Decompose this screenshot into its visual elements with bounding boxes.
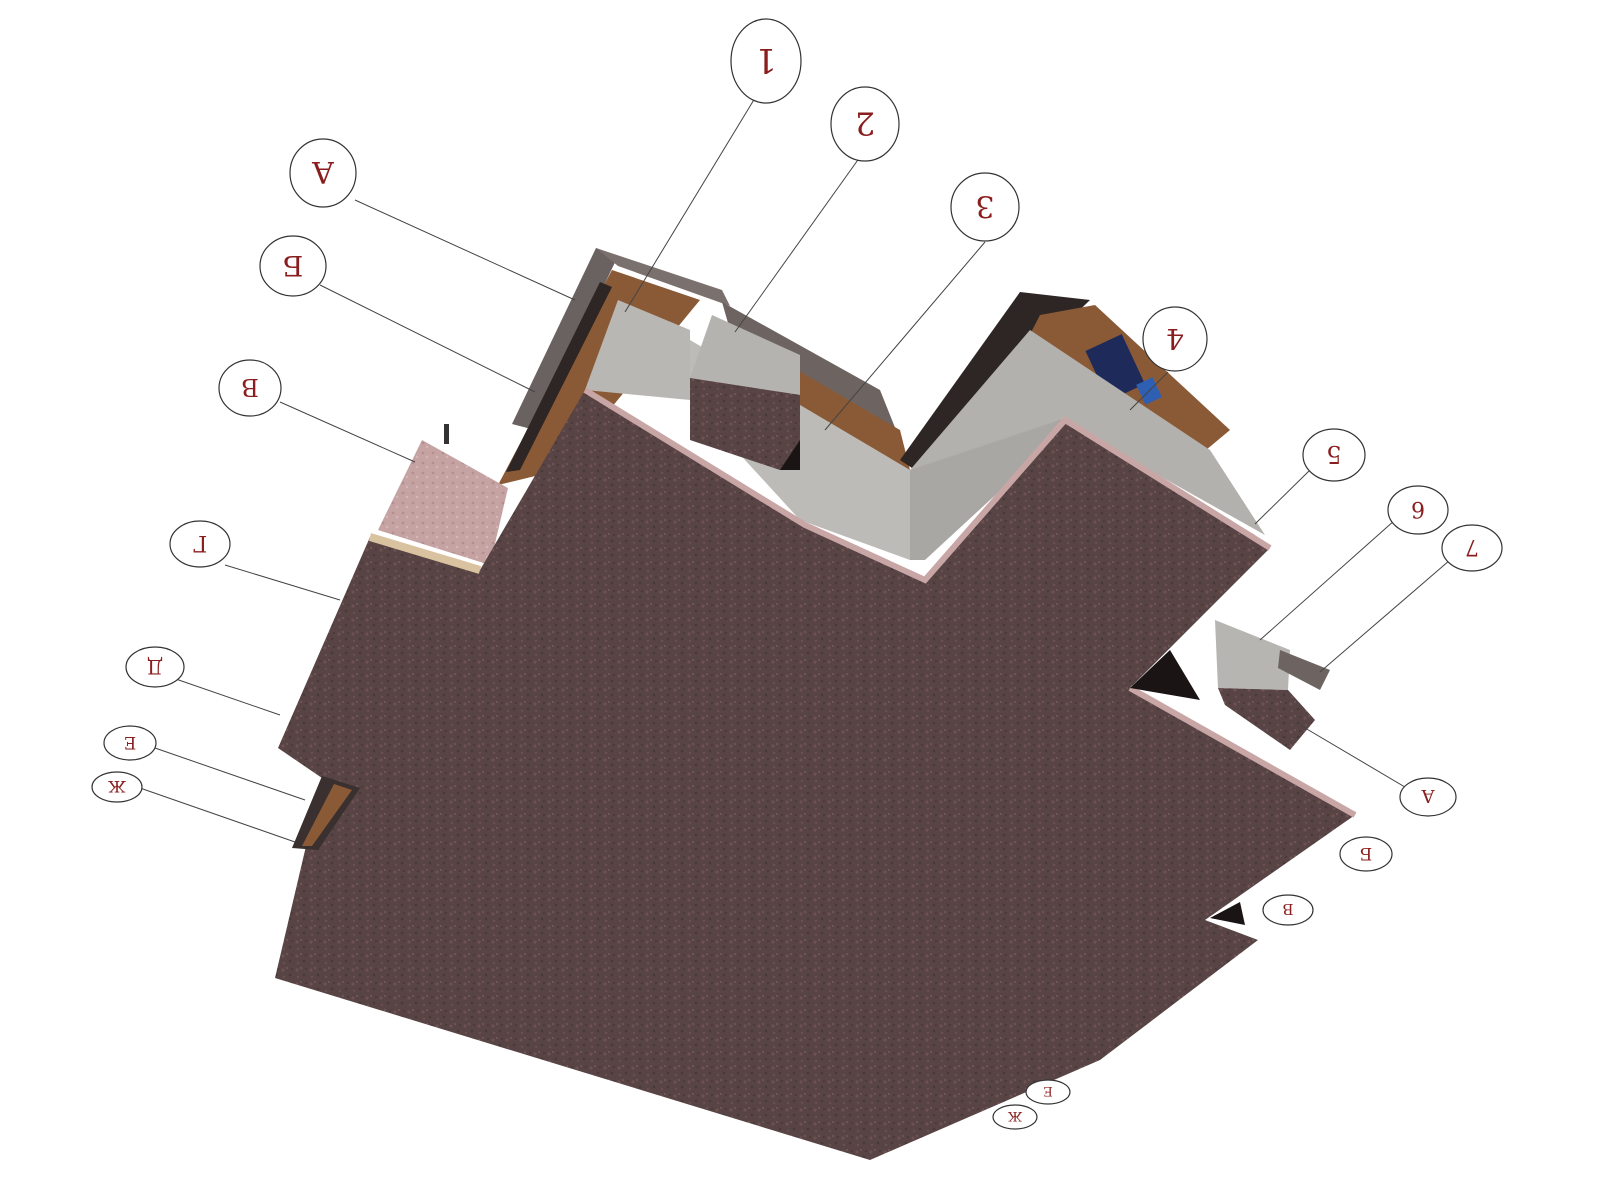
svg-text:Ж: Ж xyxy=(108,777,126,796)
right-small-block xyxy=(1130,620,1330,750)
chimney-shadow xyxy=(780,440,800,470)
svg-text:3: 3 xyxy=(975,188,994,223)
chimney-block-top xyxy=(690,315,800,470)
parapet-left xyxy=(512,248,618,430)
axis-bubble-4-top: 4 xyxy=(1142,306,1208,372)
svg-text:6: 6 xyxy=(1411,496,1425,521)
svg-text:5: 5 xyxy=(1326,440,1341,468)
brick-rim-left xyxy=(368,533,482,574)
insulation-pin xyxy=(444,424,449,444)
svg-text:В: В xyxy=(241,373,259,401)
axis-bubble-7-right: 7 xyxy=(1441,524,1503,572)
svg-text:А: А xyxy=(1421,785,1435,806)
svg-text:1: 1 xyxy=(755,40,777,80)
axis-bubbles: А Б В Г Д Е Ж 1 xyxy=(91,18,1503,1130)
svg-text:Ж: Ж xyxy=(1007,1108,1022,1123)
chimney-top-face xyxy=(690,315,800,395)
axis-bubble-b-left: Б xyxy=(259,235,327,297)
brick-rim-right xyxy=(1128,685,1357,818)
right-block-side xyxy=(1218,688,1315,750)
svg-text:Е: Е xyxy=(1043,1083,1053,1098)
insulation-block xyxy=(378,424,508,565)
notch-shadow xyxy=(1210,902,1245,925)
gutter-left xyxy=(506,282,612,472)
right-block-top xyxy=(1215,620,1290,690)
axis-bubble-b-right: Б xyxy=(1339,836,1393,872)
svg-text:Г: Г xyxy=(193,530,208,555)
chimney-side xyxy=(690,378,800,470)
axis-bubble-g-left: Г xyxy=(169,520,231,568)
insulation-face xyxy=(378,440,508,565)
leader-lines xyxy=(139,97,1451,843)
right-rail xyxy=(1278,650,1330,690)
brick-main xyxy=(275,390,1355,1160)
svg-text:4: 4 xyxy=(1166,322,1184,355)
svg-text:А: А xyxy=(311,154,334,189)
axis-bubble-v-left: В xyxy=(218,359,282,417)
axis-bubble-e-bottom: Е xyxy=(1025,1079,1071,1105)
right-block-shadow xyxy=(1130,650,1200,700)
svg-text:Е: Е xyxy=(124,732,136,752)
slab-left xyxy=(585,300,690,400)
axis-bubble-5-right: 5 xyxy=(1302,428,1366,482)
brick-mass xyxy=(275,387,1357,1160)
axis-bubble-e-left: Е xyxy=(103,725,157,761)
parapet-top xyxy=(596,248,730,306)
axis-bubble-v-right: В xyxy=(1262,894,1314,926)
brick-rim-top xyxy=(583,387,1272,584)
svg-text:В: В xyxy=(1282,900,1293,918)
axis-bubble-1-top: 1 xyxy=(730,18,802,104)
balcony-rail xyxy=(292,776,360,850)
axis-bubble-d-left: Д xyxy=(125,646,185,688)
svg-text:2: 2 xyxy=(855,104,875,142)
axis-bubble-3-top: 3 xyxy=(950,172,1020,242)
axis-bubble-zh-left: Ж xyxy=(91,771,143,803)
axis-bubble-2-top: 2 xyxy=(830,86,900,162)
svg-text:Д: Д xyxy=(147,655,163,679)
svg-text:Б: Б xyxy=(283,249,304,282)
axis-bubble-a-top: А xyxy=(289,138,357,208)
axis-bubble-6-right: 6 xyxy=(1387,485,1449,535)
slab-tower-face xyxy=(910,420,1255,560)
svg-text:Б: Б xyxy=(1360,843,1373,863)
tower-window xyxy=(1085,334,1145,401)
svg-text:7: 7 xyxy=(1465,534,1479,559)
axis-bubble-zh-bottom: Ж xyxy=(992,1104,1038,1130)
axis-bubble-a-right: А xyxy=(1399,777,1457,817)
